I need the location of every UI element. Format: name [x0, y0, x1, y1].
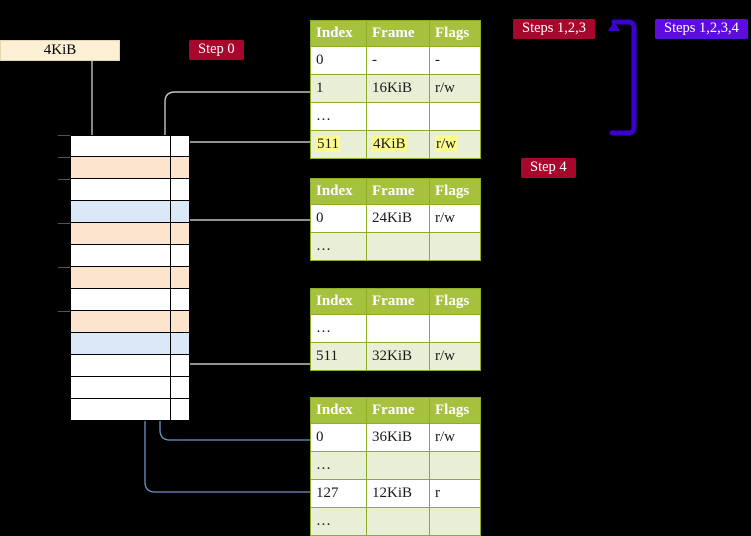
cell-frame: 24KiB [366, 204, 430, 233]
cell-frame [366, 314, 430, 343]
strip-tick-mark [58, 267, 70, 268]
cell-flags: - [429, 46, 481, 75]
badge-steps-123: Steps 1,2,3 [513, 19, 596, 39]
strip-tick-mark [58, 135, 70, 136]
highlighted-value: r/w [435, 135, 457, 152]
memory-frame-row [70, 201, 190, 223]
cell-index: 0 [310, 423, 367, 452]
cell-frame [366, 451, 430, 480]
badge-steps-1234: Steps 1,2,3,4 [655, 19, 748, 39]
cell-frame [366, 102, 430, 131]
memory-frame-row [70, 311, 190, 333]
cell-frame: 16KiB [366, 74, 430, 103]
badge-step-4: Step 4 [521, 158, 576, 178]
memory-frame-row [70, 267, 190, 289]
cell-index: … [310, 232, 367, 261]
memory-frame-row [70, 333, 190, 355]
cell-index: 127 [310, 479, 367, 508]
wire-pdpt-row0 [177, 219, 312, 274]
cell-frame: 36KiB [366, 423, 430, 452]
cell-flags [429, 232, 481, 261]
strip-divider [170, 135, 171, 421]
strip-tick-mark [58, 179, 70, 180]
column-header-flags: Flags [429, 178, 481, 205]
cell-index: 1 [310, 74, 367, 103]
cell-flags [429, 507, 481, 536]
memory-frame-row [70, 245, 190, 267]
cell-flags: r/w [429, 130, 481, 159]
cell-flags [429, 314, 481, 343]
cell-index: 0 [310, 46, 367, 75]
table-row: … [310, 507, 481, 536]
bracket-arrow-purple [608, 19, 637, 136]
strip-tick-mark [58, 157, 70, 158]
cell-index: … [310, 451, 367, 480]
column-header-index: Index [310, 20, 367, 47]
cell-frame [366, 232, 430, 261]
cell-flags: r [429, 479, 481, 508]
strip-tick-mark [58, 223, 70, 224]
cell-index: 0 [310, 204, 367, 233]
memory-frame-row [70, 399, 190, 421]
memory-frame-row [70, 179, 190, 201]
wire-pml4-row511 [177, 141, 312, 208]
cell-flags [429, 451, 481, 480]
column-header-frame: Frame [366, 397, 430, 424]
column-header-flags: Flags [429, 20, 481, 47]
memory-frame-row [70, 157, 190, 179]
highlighted-value: 511 [316, 135, 340, 152]
cell-index: … [310, 507, 367, 536]
table-row: 511 4KiB r/w [310, 130, 481, 159]
cell-frame: 12KiB [366, 479, 430, 508]
table-row: … [310, 451, 481, 480]
cell-frame: - [366, 46, 430, 75]
column-header-flags: Flags [429, 288, 481, 315]
strip-tick-mark [58, 311, 70, 312]
table-row: … [310, 232, 481, 261]
memory-frame-row [70, 135, 190, 157]
highlighted-value: 4KiB [372, 135, 407, 152]
memory-frame-row [70, 289, 190, 311]
memory-frame-row [70, 377, 190, 399]
memory-frame-row [70, 223, 190, 245]
table-row: … [310, 102, 481, 131]
cell-index: 511 [310, 130, 367, 159]
table-row: … [310, 314, 481, 343]
cell-index: 511 [310, 342, 367, 371]
column-header-index: Index [310, 288, 367, 315]
table-row: 0-- [310, 46, 481, 75]
wire-pd-row511 [171, 298, 312, 365]
column-header-index: Index [310, 178, 367, 205]
cell-index: … [310, 314, 367, 343]
cell-frame: 4KiB [366, 130, 430, 159]
column-header-frame: Frame [366, 178, 430, 205]
column-header-frame: Frame [366, 288, 430, 315]
memory-frame-row [70, 355, 190, 377]
column-header-index: Index [310, 397, 367, 424]
badge-step-0: Step 0 [189, 40, 244, 60]
cell-flags: r/w [429, 204, 481, 233]
physical-memory-strip [70, 135, 190, 421]
column-header-frame: Frame [366, 20, 430, 47]
cell-index: … [310, 102, 367, 131]
cell-flags: r/w [429, 74, 481, 103]
column-header-flags: Flags [429, 397, 481, 424]
cell-flags [429, 102, 481, 131]
cell-frame [366, 507, 430, 536]
frame-size-box: 4KiB [0, 40, 120, 61]
cell-flags: r/w [429, 423, 481, 452]
cell-frame: 32KiB [366, 342, 430, 371]
cell-flags: r/w [429, 342, 481, 371]
